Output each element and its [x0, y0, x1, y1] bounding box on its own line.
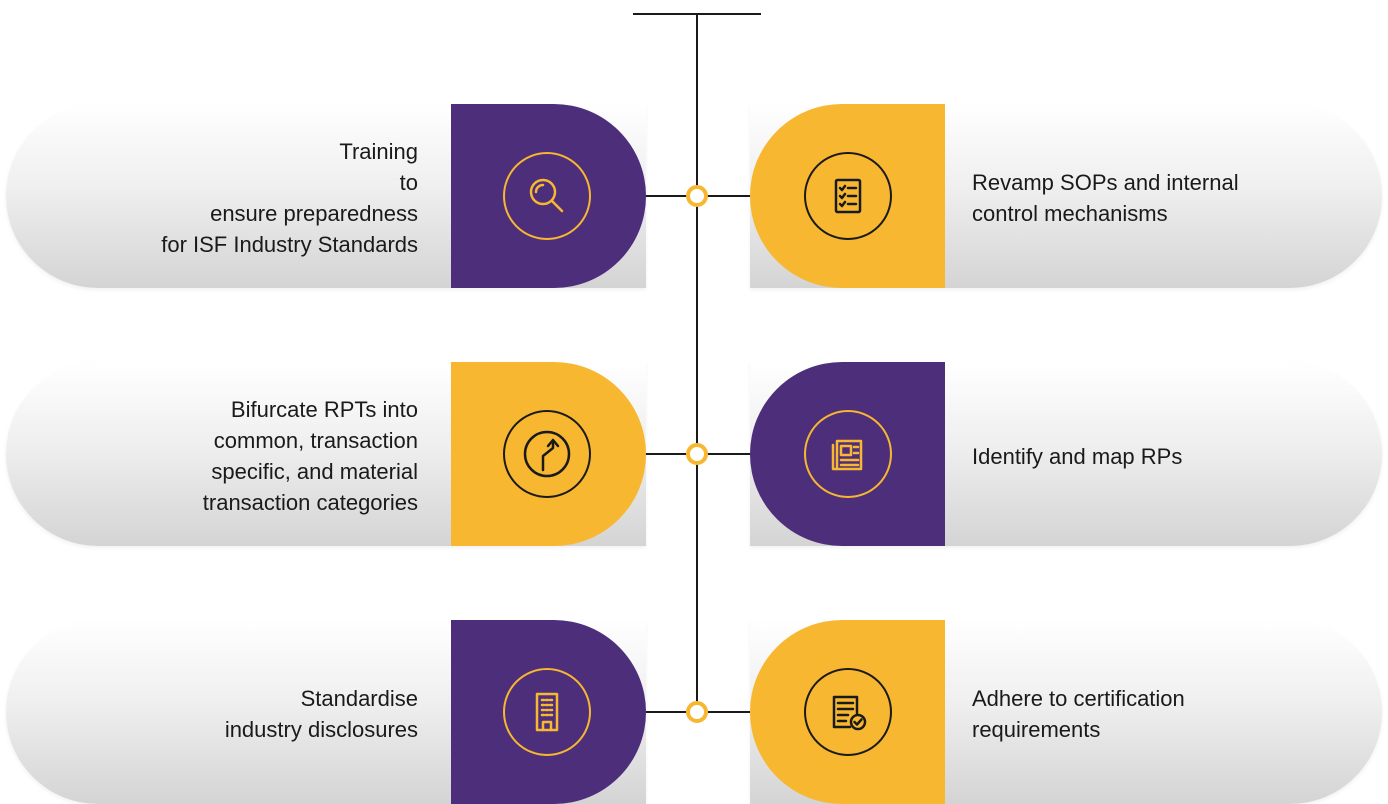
step-icon-ring [503, 410, 591, 498]
timeline-spine [696, 14, 698, 714]
timeline-connector [697, 453, 750, 455]
step-label-line: Standardise [300, 686, 418, 711]
step-label-line: requirements [972, 717, 1101, 742]
step-label-line: Bifurcate RPTs into [230, 397, 418, 422]
step-label: Adhere to certification requirements [972, 683, 1185, 745]
timeline-node [686, 701, 708, 723]
step-icon-ring [804, 668, 892, 756]
step-label-line: industry disclosures [224, 717, 418, 742]
step-icon-ring [503, 668, 591, 756]
step-label: Standardise industry disclosures [225, 683, 418, 745]
step-icon-ring [804, 410, 892, 498]
step-label-line: Revamp SOPs and internal [972, 170, 1239, 195]
timeline-node [686, 443, 708, 465]
timeline-connector [646, 711, 697, 713]
timeline-connector [646, 195, 697, 197]
step-label-line: for ISF Industry Standards [161, 232, 418, 257]
step-icon-ring [804, 152, 892, 240]
step-label-line: ensure preparedness [210, 201, 418, 226]
step-label-line: Adhere to certification [972, 686, 1185, 711]
step-label-line: Training [339, 139, 418, 164]
step-label-line: common, transaction [213, 428, 418, 453]
step-label-line: control mechanisms [972, 201, 1168, 226]
step-label: Bifurcate RPTs into common, transaction sp… [203, 394, 418, 518]
step-label: Identify and map RPs [972, 441, 1182, 472]
timeline-connector [646, 453, 697, 455]
timeline-node [686, 185, 708, 207]
step-label-line: to [399, 170, 418, 195]
step-label: Revamp SOPs and internal control mechanis… [972, 167, 1239, 229]
step-label-line: Identify and map RPs [972, 443, 1183, 469]
timeline-connector [697, 711, 750, 713]
step-label-line: transaction categories [202, 490, 418, 515]
step-label-line: specific, and material [211, 459, 418, 484]
timeline-connector [697, 195, 750, 197]
step-icon-ring [503, 152, 591, 240]
step-label: Training to ensure preparedness for ISF Ind… [161, 136, 418, 260]
